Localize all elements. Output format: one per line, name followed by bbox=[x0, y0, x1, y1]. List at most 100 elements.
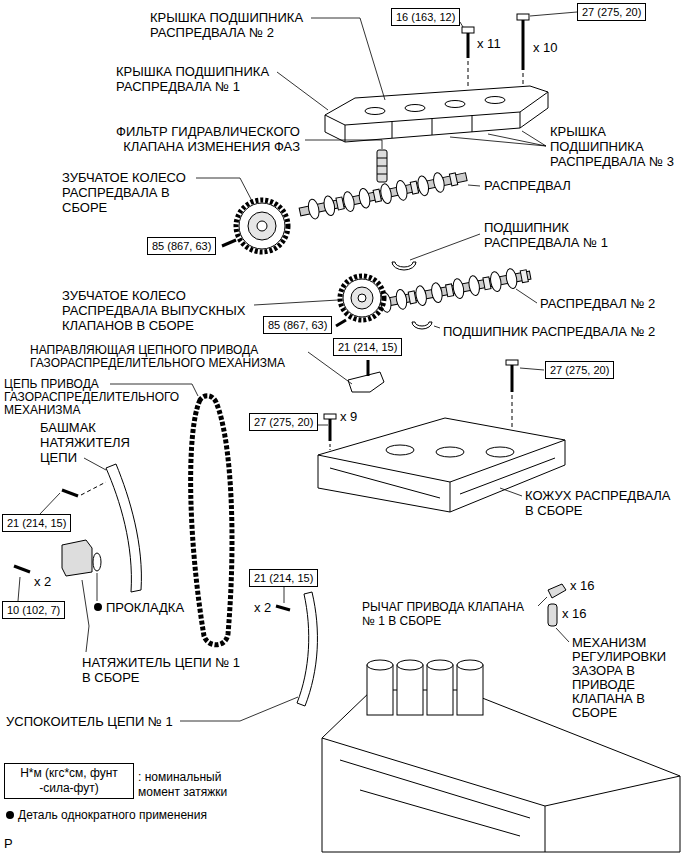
chain-tensioner bbox=[14, 566, 30, 572]
part-label: ЗУБЧАТОЕ КОЛЕСО РАСПРЕДВАЛА В СБОРЕ bbox=[62, 170, 207, 215]
chain-damper bbox=[297, 592, 317, 706]
camshaft bbox=[446, 284, 454, 297]
camshaft-housing bbox=[486, 447, 514, 457]
camshaft bbox=[408, 291, 416, 304]
bearing-shell bbox=[412, 322, 432, 329]
engine-block bbox=[367, 660, 393, 670]
sprocket bbox=[358, 294, 366, 302]
leader-line bbox=[516, 289, 537, 303]
part-label: МЕХАНИЗМ РЕГУЛИРОВКИ ЗАЗОРА В ПРИВОДЕ КЛ… bbox=[572, 636, 682, 720]
bearing-cap bbox=[520, 112, 521, 128]
leader-line bbox=[305, 140, 382, 149]
leader-line bbox=[284, 587, 285, 603]
part-label: РЫЧАГ ПРИВОДА КЛАПАНА № 1 В СБОРЕ bbox=[362, 600, 534, 628]
camshaft bbox=[430, 282, 444, 304]
torque-box: 27 (275, 20) bbox=[577, 3, 646, 21]
camshaft-housing bbox=[330, 458, 555, 498]
chain-tensioner bbox=[93, 553, 101, 571]
bearing-shell bbox=[392, 262, 416, 270]
bolt bbox=[329, 419, 332, 441]
quantity-label: x 2 bbox=[254, 600, 271, 615]
bolt bbox=[462, 27, 474, 33]
bolt bbox=[336, 320, 346, 326]
leader-line bbox=[410, 234, 480, 260]
bolt bbox=[511, 365, 514, 392]
leader-line bbox=[538, 597, 547, 606]
bolt bbox=[330, 444, 331, 450]
camshaft bbox=[358, 187, 372, 209]
engine-block bbox=[322, 738, 680, 852]
camshaft bbox=[298, 167, 468, 222]
leader-line bbox=[308, 352, 352, 384]
camshaft-housing bbox=[386, 445, 414, 455]
camshaft bbox=[395, 289, 409, 311]
camshaft bbox=[414, 285, 428, 307]
engine-block bbox=[397, 660, 423, 670]
torque-value: 85 (867, 63) bbox=[152, 239, 211, 253]
engine-block bbox=[457, 665, 483, 715]
part-label: P bbox=[4, 836, 13, 851]
tensioner-slipper bbox=[62, 490, 78, 496]
bolt bbox=[517, 14, 529, 20]
leader-line bbox=[318, 425, 328, 426]
torque-box: 27 (275, 20) bbox=[249, 413, 318, 431]
leader-line bbox=[97, 573, 98, 601]
camshaft bbox=[322, 195, 336, 217]
part-label: РАСПРЕДВАЛ № 2 bbox=[540, 296, 655, 311]
quantity-label: x 16 bbox=[562, 606, 587, 621]
camshaft bbox=[410, 181, 418, 194]
timing-chain bbox=[191, 396, 232, 645]
camshaft bbox=[467, 275, 481, 297]
part-label: УСПОКОИТЕЛЬ ЦЕПИ № 1 bbox=[6, 714, 173, 729]
bolt bbox=[222, 240, 236, 246]
bearing-cap bbox=[325, 86, 548, 142]
torque-box: 21 (214, 15) bbox=[249, 569, 318, 587]
tensioner-slipper bbox=[62, 464, 141, 592]
camshaft bbox=[370, 265, 532, 315]
torque-value: 21 (214, 15) bbox=[7, 516, 66, 530]
leader-line bbox=[311, 18, 385, 100]
torque-value: 85 (867, 63) bbox=[268, 318, 327, 332]
leader-line bbox=[556, 628, 569, 642]
engine-block bbox=[340, 760, 530, 836]
part-label: НАТЯЖИТЕЛЬ ЦЕПИ № 1 В СБОРЕ bbox=[82, 655, 246, 685]
leader-line bbox=[196, 178, 252, 201]
leader-line bbox=[468, 185, 480, 186]
camshaft bbox=[520, 270, 528, 283]
rocker-arm bbox=[548, 604, 557, 626]
bearing-cap bbox=[392, 121, 393, 138]
part-label: БАШМАК НАТЯЖИТЕЛЯ ЦЕПИ bbox=[40, 420, 140, 465]
bearing-cap bbox=[345, 125, 346, 142]
leader-line bbox=[180, 697, 298, 721]
bolt bbox=[467, 33, 470, 58]
torque-box: 21 (214, 15) bbox=[2, 514, 71, 532]
sprocket bbox=[257, 221, 267, 231]
leader-line bbox=[500, 488, 522, 496]
bolt bbox=[324, 414, 336, 419]
legend-text: : номинальный момент затяжки bbox=[138, 770, 227, 799]
camshaft bbox=[483, 277, 491, 290]
bolt bbox=[512, 395, 513, 427]
leader-line bbox=[18, 577, 20, 601]
camshaft-housing bbox=[436, 447, 464, 457]
part-label: КОЖУХ РАСПРЕДВАЛА В СБОРЕ bbox=[525, 488, 680, 518]
legend-dot bbox=[6, 811, 14, 819]
camshaft bbox=[307, 198, 321, 220]
sprocket bbox=[239, 203, 285, 249]
torque-box: 10 (102, 7) bbox=[2, 601, 65, 619]
bolt bbox=[506, 360, 518, 365]
camshaft bbox=[505, 268, 519, 290]
part-label: ЗУБЧАТОЕ КОЛЕСО РАСПРЕДВАЛА ВЫПУСКНЫХ КЛ… bbox=[62, 288, 262, 333]
torque-box: 21 (214, 15) bbox=[333, 338, 402, 356]
quantity-label: x 2 bbox=[34, 574, 51, 589]
bearing-cap bbox=[405, 105, 425, 112]
leader-line bbox=[18, 12, 577, 721]
chain-guide bbox=[367, 360, 370, 376]
leader-line bbox=[40, 493, 60, 514]
engine-block bbox=[457, 660, 483, 670]
part-label: ПОДШИПНИК РАСПРЕДВАЛА № 1 bbox=[484, 220, 624, 250]
camshaft bbox=[452, 278, 466, 300]
bolt bbox=[522, 20, 525, 70]
torque-box: 85 (867, 63) bbox=[147, 237, 216, 255]
legend-item: Деталь однократного применения bbox=[18, 808, 207, 823]
